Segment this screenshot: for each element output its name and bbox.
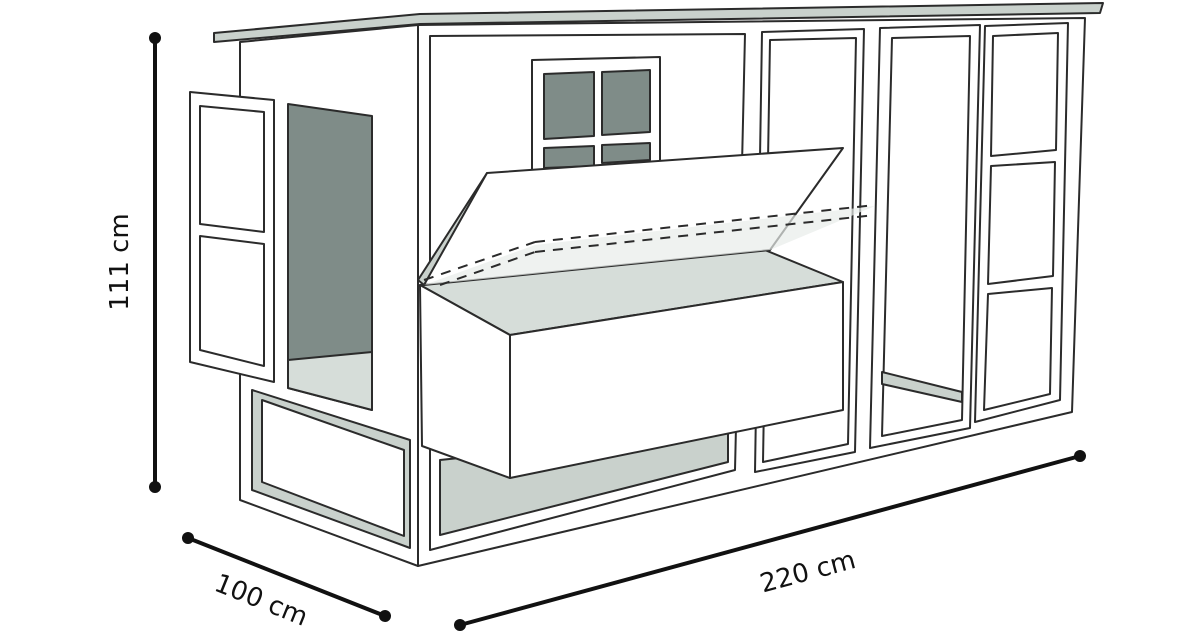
height-dimension: 111 cm: [105, 32, 161, 493]
run-door[interactable]: [869, 24, 981, 449]
height-label: 111 cm: [105, 213, 135, 311]
side-opening: [287, 103, 373, 411]
depth-label: 100 cm: [210, 568, 312, 632]
nest-box: [417, 147, 876, 479]
open-side-door[interactable]: [189, 91, 275, 383]
width-label: 220 cm: [757, 545, 859, 599]
depth-dimension: 100 cm: [182, 532, 391, 633]
window: [531, 56, 661, 173]
run-panel-right: [974, 22, 1069, 423]
roof: [213, 2, 1104, 43]
